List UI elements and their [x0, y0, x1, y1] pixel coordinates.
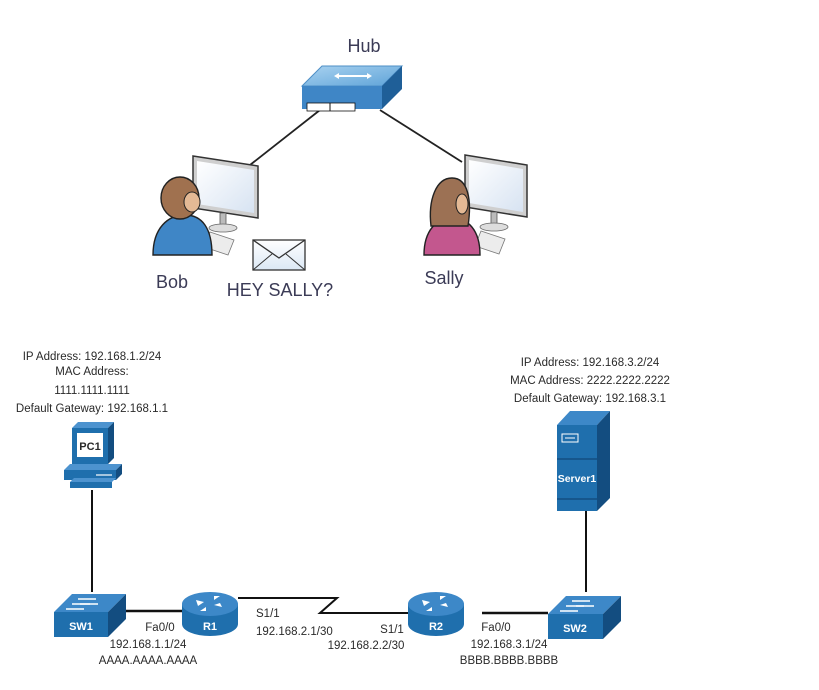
r2-fa-ip: 192.168.3.1/24 [471, 639, 548, 651]
r2-fa-mac: BBBB.BBBB.BBBB [460, 655, 559, 667]
hub-links [249, 109, 463, 166]
r1-fa-ip: 192.168.1.1/24 [110, 639, 187, 651]
r2-fa-interface: Fa0/0 [481, 622, 510, 634]
sally-avatar[interactable] [423, 177, 481, 256]
r1-label: R1 [203, 621, 217, 633]
pc1-label: PC1 [79, 441, 100, 453]
pc1-gateway: Default Gateway: 192.168.1.1 [16, 403, 168, 415]
r1-icon[interactable]: R1 [182, 592, 238, 636]
r2-label: R2 [429, 621, 443, 633]
serial-link-r1-r2 [238, 597, 408, 614]
bob-avatar[interactable] [152, 176, 213, 256]
r2-s-ip: 192.168.2.2/30 [328, 640, 405, 652]
r2-s-interface: S1/1 [380, 624, 404, 636]
pc1-mac-label: MAC Address: [55, 366, 129, 378]
server1-icon[interactable]: Server1 [557, 411, 610, 511]
r1-s-ip: 192.168.2.1/30 [256, 626, 333, 638]
pc1-mac: 1111.1111.1111 [54, 385, 129, 397]
pc1-icon[interactable]: PC1 [64, 422, 122, 488]
sally-computer-icon[interactable] [464, 154, 528, 255]
r1-s-interface: S1/1 [256, 608, 280, 620]
message-text: HEY SALLY? [227, 280, 333, 300]
hub-label: Hub [347, 36, 380, 56]
r1-fa-interface: Fa0/0 [145, 622, 174, 634]
server1-label: Server1 [558, 473, 597, 485]
sw2-label: SW2 [563, 623, 587, 635]
server1-ip: IP Address: 192.168.3.2/24 [521, 357, 660, 369]
bob-label: Bob [156, 272, 188, 292]
r2-icon[interactable]: R2 [408, 592, 464, 636]
link-hub-bob [249, 109, 321, 166]
link-hub-sally [379, 109, 463, 163]
sw2-icon[interactable]: SW2 [548, 596, 621, 639]
r1-fa-mac: AAAA.AAAA.AAAA [99, 655, 198, 667]
envelope-icon [252, 239, 306, 271]
sw1-label: SW1 [69, 621, 93, 633]
server1-gateway: Default Gateway: 192.168.3.1 [514, 393, 666, 405]
network-links [91, 490, 587, 615]
hub-icon[interactable] [300, 65, 404, 112]
pc1-info: IP Address: 192.168.1.2/24 MAC Address: … [16, 351, 168, 415]
pc1-ip: IP Address: 192.168.1.2/24 [23, 351, 162, 363]
sally-label: Sally [424, 268, 463, 288]
server1-mac: MAC Address: 2222.2222.2222 [510, 375, 670, 387]
sw1-icon[interactable]: SW1 [54, 594, 126, 637]
bob-computer-icon[interactable] [192, 155, 259, 256]
server1-info: IP Address: 192.168.3.2/24 MAC Address: … [510, 357, 670, 405]
